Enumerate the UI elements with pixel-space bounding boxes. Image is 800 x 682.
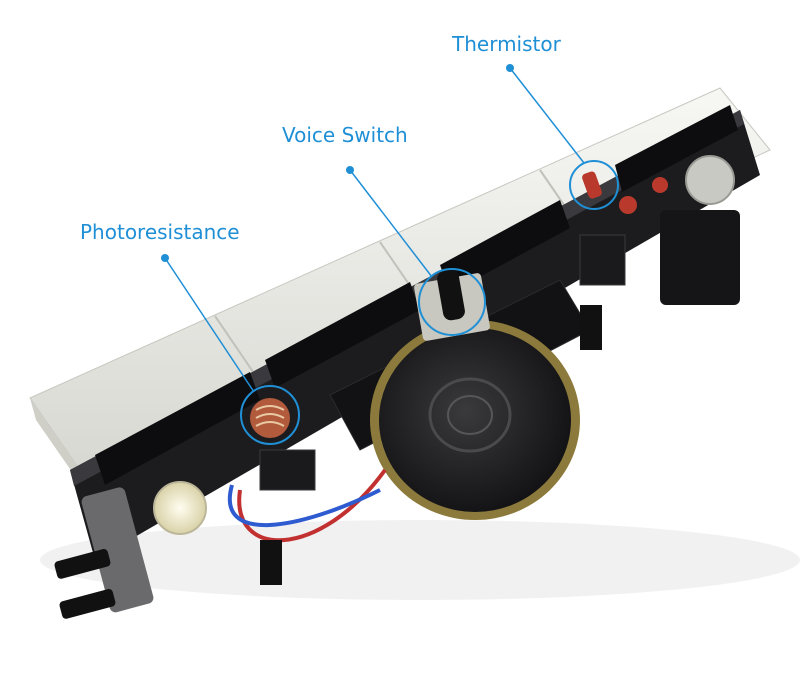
board-shadow (40, 520, 800, 600)
white-led (153, 481, 207, 535)
thermistor-callout-dot (506, 64, 514, 72)
photoresistance-label: Photoresistance (80, 220, 240, 244)
header-row-mid (265, 282, 420, 388)
display-front-face (30, 398, 86, 492)
speaker-cone (379, 328, 571, 512)
header-row-left (95, 372, 260, 485)
push-button-cap (437, 269, 465, 321)
thermistor-callout-circle (569, 160, 619, 210)
voice-switch-callout-circle (418, 268, 486, 336)
photoresistance-callout-dot (161, 254, 169, 262)
pcb-board (70, 110, 760, 560)
header-row-right (440, 200, 570, 293)
photoresistance-callout-circle (240, 385, 300, 445)
slide-switch (81, 487, 154, 613)
thermistor-part (582, 171, 602, 199)
header-row-far (615, 105, 738, 192)
thermistor-label: Thermistor (452, 32, 561, 56)
voice-switch-label: Voice Switch (282, 123, 408, 147)
voice-switch-callout-dot (346, 166, 354, 174)
wire-blue (227, 484, 381, 527)
